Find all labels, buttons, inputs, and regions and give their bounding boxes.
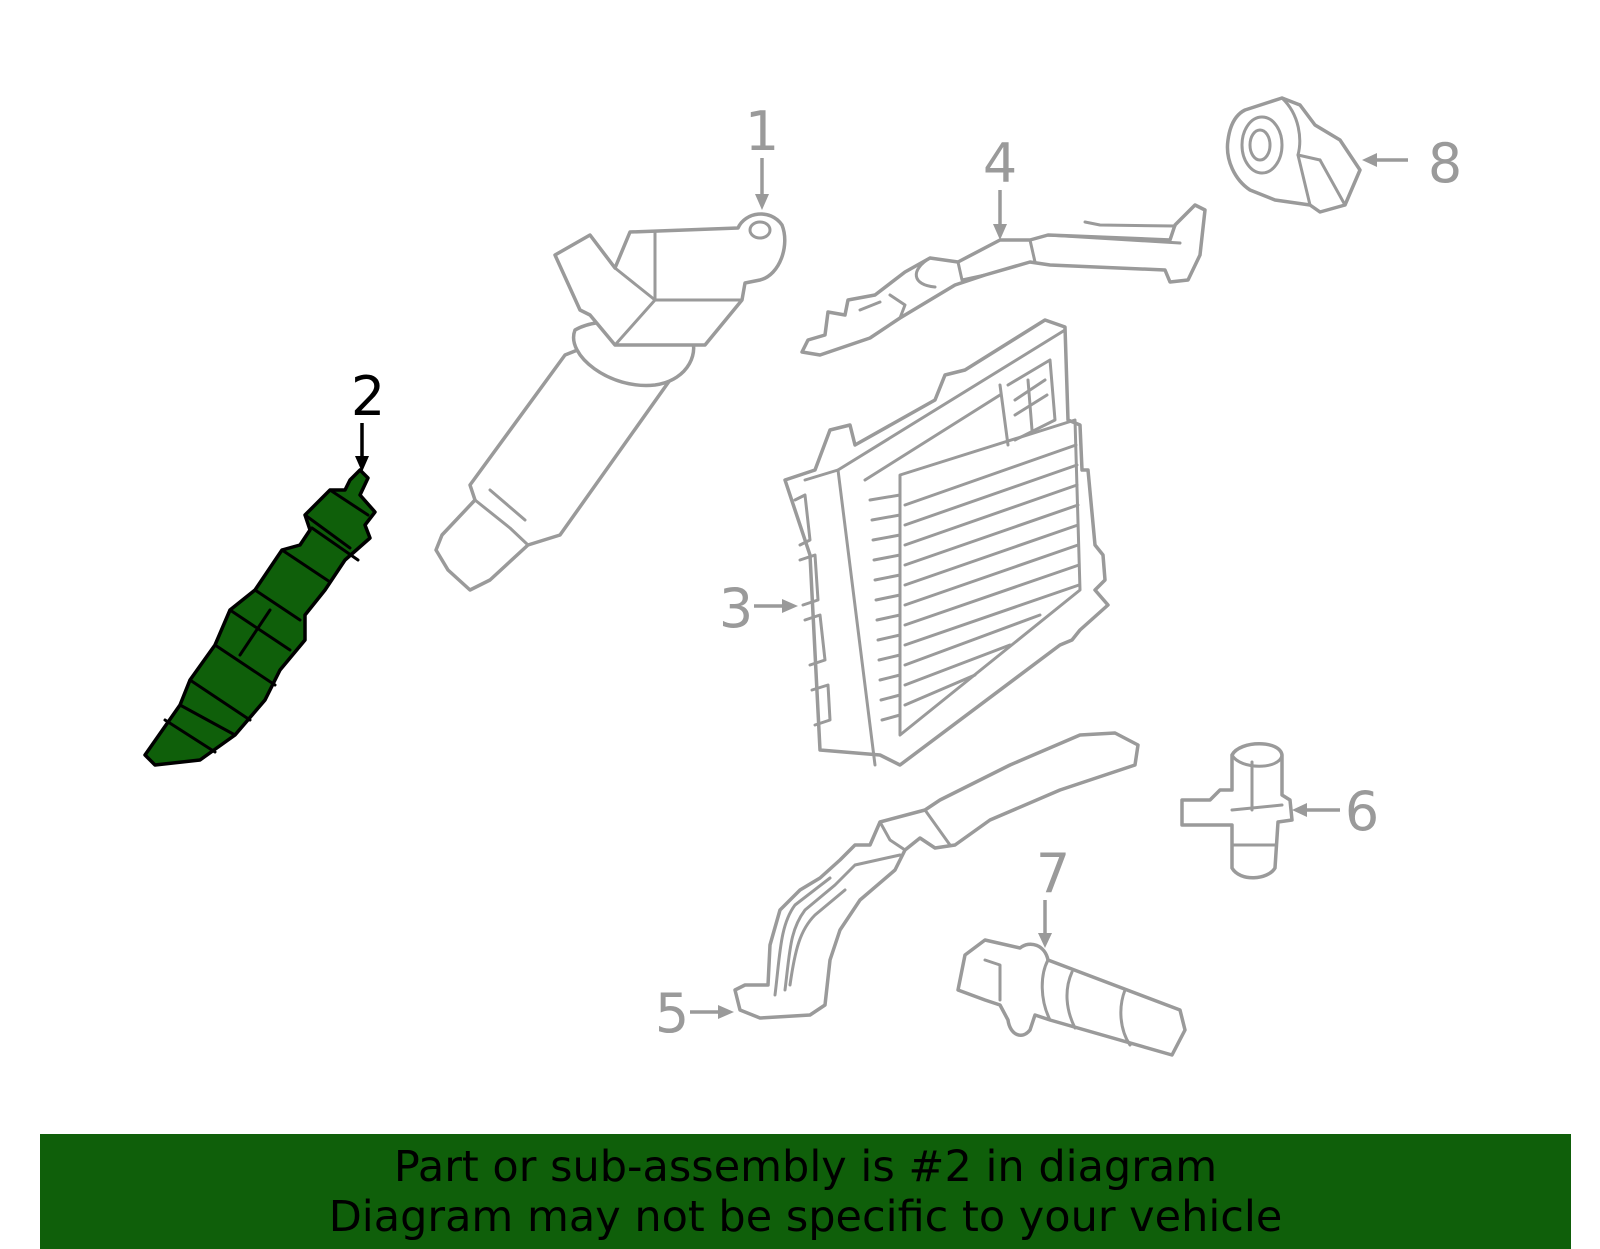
callout-8-label: 8 <box>1428 132 1462 195</box>
callout-2-label: 2 <box>351 365 385 428</box>
callout-7-label: 7 <box>1036 842 1070 905</box>
part-7-crank-sensor[interactable] <box>956 938 1187 1057</box>
info-banner: Part or sub-assembly is #2 in diagram Di… <box>40 1134 1571 1249</box>
callout-5-label: 5 <box>655 982 689 1045</box>
part-8-knock-sensor[interactable] <box>1225 96 1362 214</box>
callout-1-label: 1 <box>745 100 779 163</box>
callout-6-label: 6 <box>1345 780 1379 843</box>
banner-line-1: Part or sub-assembly is #2 in diagram <box>393 1142 1218 1192</box>
callout-3-label: 3 <box>719 577 753 640</box>
part-3-ecm[interactable] <box>783 318 1110 767</box>
callout-1: 1 <box>745 100 779 210</box>
part-4-bracket[interactable] <box>800 203 1207 357</box>
callout-3: 3 <box>719 577 798 640</box>
callout-7: 7 <box>1036 842 1070 948</box>
callout-6: 6 <box>1292 780 1379 843</box>
banner-line-2: Diagram may not be specific to your vehi… <box>328 1192 1283 1242</box>
part-2-spark-plug[interactable] <box>143 468 377 767</box>
part-5-harness-bracket[interactable] <box>733 731 1140 1020</box>
callout-2: 2 <box>351 365 385 472</box>
part-1-ignition-coil[interactable] <box>434 212 787 592</box>
callout-4-label: 4 <box>983 132 1017 195</box>
part-6-cam-sensor[interactable] <box>1180 742 1294 880</box>
callout-8: 8 <box>1362 132 1462 195</box>
callout-5: 5 <box>655 982 734 1045</box>
callout-4: 4 <box>983 132 1017 240</box>
